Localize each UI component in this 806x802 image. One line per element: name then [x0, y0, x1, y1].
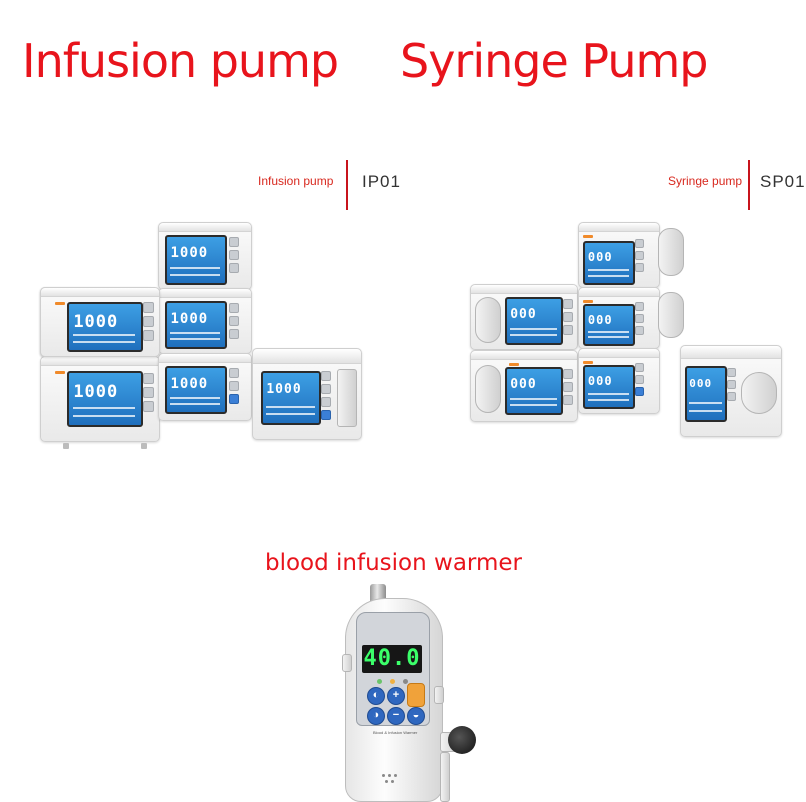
- mode-button[interactable]: ◐: [367, 687, 385, 705]
- pump-screen: 1000: [165, 301, 227, 349]
- infusion-pump-unit: 1000: [158, 222, 252, 290]
- status-led: [390, 679, 395, 684]
- pump-screen: 1000: [165, 366, 227, 414]
- syringe-holder: [741, 372, 777, 414]
- infusion-pump-unit: 1000: [158, 353, 252, 421]
- syringe-pump-unit: 000: [578, 348, 660, 414]
- infusion-tag-model: IP01: [362, 172, 401, 191]
- pump-keypad: [321, 371, 331, 420]
- pump-screen: 000: [685, 366, 727, 422]
- syringe-holder: [658, 292, 684, 338]
- pump-screen: 1000: [67, 371, 143, 427]
- warmer-panel-label: Blood & Infusion Warmer: [373, 730, 418, 735]
- infusion-tag-label: Infusion pump: [258, 174, 334, 188]
- syringe-pump-unit: 000: [470, 284, 578, 350]
- pump-keypad: [635, 363, 644, 396]
- pump-keypad: [563, 299, 573, 335]
- pump-screen: 1000: [261, 371, 321, 425]
- silence-button[interactable]: ◒: [407, 707, 425, 725]
- warmer-control-panel: 40.0 ◐ + ◑ − ◒: [356, 612, 430, 726]
- syringe-holder: [658, 228, 684, 276]
- pump-keypad: [143, 302, 154, 341]
- syringe-pump-unit: 000: [578, 222, 660, 288]
- pump-screen: 1000: [165, 235, 227, 285]
- syringe-tag-divider: [748, 160, 750, 210]
- syringe-holder: [475, 297, 501, 343]
- pump-keypad: [229, 303, 239, 339]
- infusion-pump-unit: 1000: [252, 348, 362, 440]
- infusion-pump-heading: Infusion pump: [22, 34, 339, 88]
- infusion-pump-unit: 1000: [40, 287, 160, 357]
- syringe-pump-unit: 000: [680, 345, 782, 437]
- pump-keypad: [143, 373, 154, 412]
- syringe-tag-label: Syringe pump: [668, 174, 743, 188]
- syringe-holder: [475, 365, 501, 413]
- pump-keypad: [229, 368, 239, 404]
- pump-keypad: [563, 369, 573, 405]
- pump-door: [337, 369, 357, 427]
- syringe-pump-unit: 000: [578, 287, 660, 349]
- pump-keypad: [229, 237, 239, 273]
- infusion-tag-divider: [346, 160, 348, 210]
- warmer-side-clip: [342, 654, 352, 672]
- syringe-tag-model: SP01: [760, 172, 806, 191]
- syringe-pump-heading: Syringe Pump: [400, 34, 708, 88]
- syringe-pump-unit: 000: [470, 350, 578, 422]
- pump-screen: 000: [583, 365, 635, 409]
- temperature-display: 40.0: [362, 645, 422, 673]
- pump-screen: 1000: [67, 302, 143, 352]
- pole-clamp-arm: [440, 752, 450, 802]
- infusion-pump-unit: 1000: [158, 288, 252, 354]
- infusion-pump-unit: 1000: [40, 356, 160, 449]
- pole-clamp-knob[interactable]: [448, 726, 476, 754]
- pump-screen: 000: [505, 297, 563, 345]
- pump-screen: 000: [583, 241, 635, 285]
- pump-keypad: [727, 368, 736, 401]
- pump-screen: 000: [583, 304, 635, 346]
- blood-warmer-heading: blood infusion warmer: [265, 550, 522, 576]
- alarm-button[interactable]: ◑: [367, 707, 385, 725]
- status-led: [403, 679, 408, 684]
- increase-button[interactable]: +: [387, 687, 405, 705]
- pump-keypad: [635, 302, 644, 335]
- decrease-button[interactable]: −: [387, 707, 405, 725]
- power-button[interactable]: [407, 683, 425, 707]
- pump-screen: 000: [505, 367, 563, 415]
- warmer-side-clip: [434, 686, 444, 704]
- status-led: [377, 679, 382, 684]
- pump-keypad: [635, 239, 644, 272]
